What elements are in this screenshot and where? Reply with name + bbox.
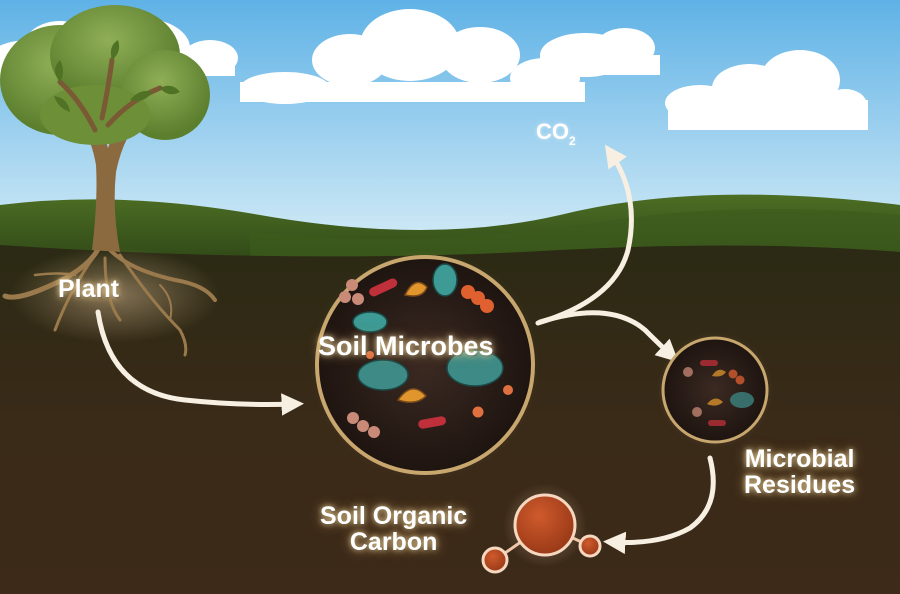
tree-roots xyxy=(2,242,217,357)
co2-subscript: 2 xyxy=(569,134,576,148)
microbial-residues-bubble xyxy=(657,332,773,448)
co2-label: CO2 xyxy=(536,120,576,148)
soil-microbes-bubble xyxy=(310,250,540,480)
arrow-residues-to-carbon xyxy=(603,455,716,555)
soil-microbes-label: Soil Microbes xyxy=(318,331,494,361)
soil-organic-carbon-molecule xyxy=(481,483,602,574)
arrow-microbes-to-co2 xyxy=(535,144,634,326)
soil-organic-carbon-line2: Carbon xyxy=(349,528,438,557)
microbial-residues-line1: Microbial xyxy=(744,445,855,473)
flow-arrows xyxy=(95,144,716,555)
arrow-microbes-to-residues xyxy=(537,310,679,363)
arrow-plant-to-microbes xyxy=(95,309,304,416)
microbial-residues-line2: Residues xyxy=(744,471,856,500)
co2-main-text: CO xyxy=(536,119,569,144)
soil-organic-carbon-line1: Soil Organic xyxy=(320,502,468,530)
plant-label: Plant xyxy=(58,275,120,303)
tree-canopy xyxy=(0,5,210,145)
